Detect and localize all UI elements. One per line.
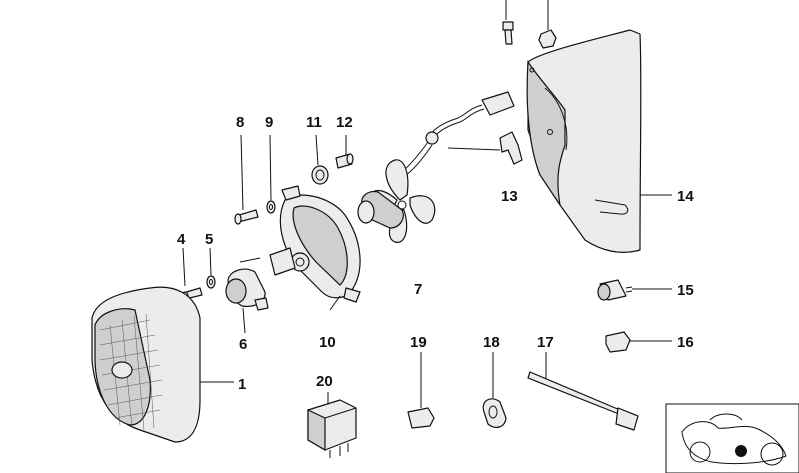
part-9-washer[interactable]	[266, 200, 276, 214]
callout-9: 9	[265, 114, 273, 131]
callout-5: 5	[205, 231, 213, 248]
callout-17: 17	[537, 334, 554, 351]
callout-12: 12	[336, 114, 353, 131]
part-5-washer[interactable]	[206, 275, 216, 289]
part-13-cable-clip[interactable]	[499, 131, 523, 165]
callout-15: 15	[677, 282, 694, 299]
part-8-bolt[interactable]	[234, 209, 259, 225]
part-10-motor-mount[interactable]	[269, 185, 361, 303]
part-18-hose-clip[interactable]	[482, 398, 507, 428]
part-15-switch[interactable]	[597, 279, 633, 301]
part-17-cable-tie[interactable]	[527, 371, 639, 431]
callout-13: 13	[501, 188, 518, 205]
callout-19: 19	[410, 334, 427, 351]
shroud-clip[interactable]	[538, 29, 557, 49]
callout-10: 10	[319, 334, 336, 351]
callout-18: 18	[483, 334, 500, 351]
callout-11: 11	[306, 114, 322, 131]
vehicle-locator-icon	[665, 403, 799, 473]
part-11-grommet[interactable]	[311, 165, 329, 185]
callout-1: 1	[238, 376, 246, 393]
callout-8: 8	[236, 114, 244, 131]
part-19-clip[interactable]	[407, 407, 435, 429]
wiring-harness[interactable]	[397, 91, 515, 179]
callout-4: 4	[177, 231, 186, 248]
callout-6: 6	[239, 336, 247, 353]
part-1-grille[interactable]	[91, 286, 201, 443]
callout-16: 16	[677, 334, 694, 351]
part-16-clip[interactable]	[605, 331, 631, 353]
shroud-bolt[interactable]	[502, 21, 514, 45]
part-20-relay[interactable]	[307, 399, 357, 458]
part-14-fan-shroud[interactable]	[526, 29, 642, 253]
part-6-relay[interactable]	[225, 257, 269, 311]
callout-20: 20	[316, 373, 333, 390]
callout-7: 7	[414, 281, 422, 298]
part-7-fan-motor[interactable]	[357, 159, 436, 243]
part-12-spacer[interactable]	[335, 153, 354, 169]
callout-14: 14	[677, 188, 694, 205]
